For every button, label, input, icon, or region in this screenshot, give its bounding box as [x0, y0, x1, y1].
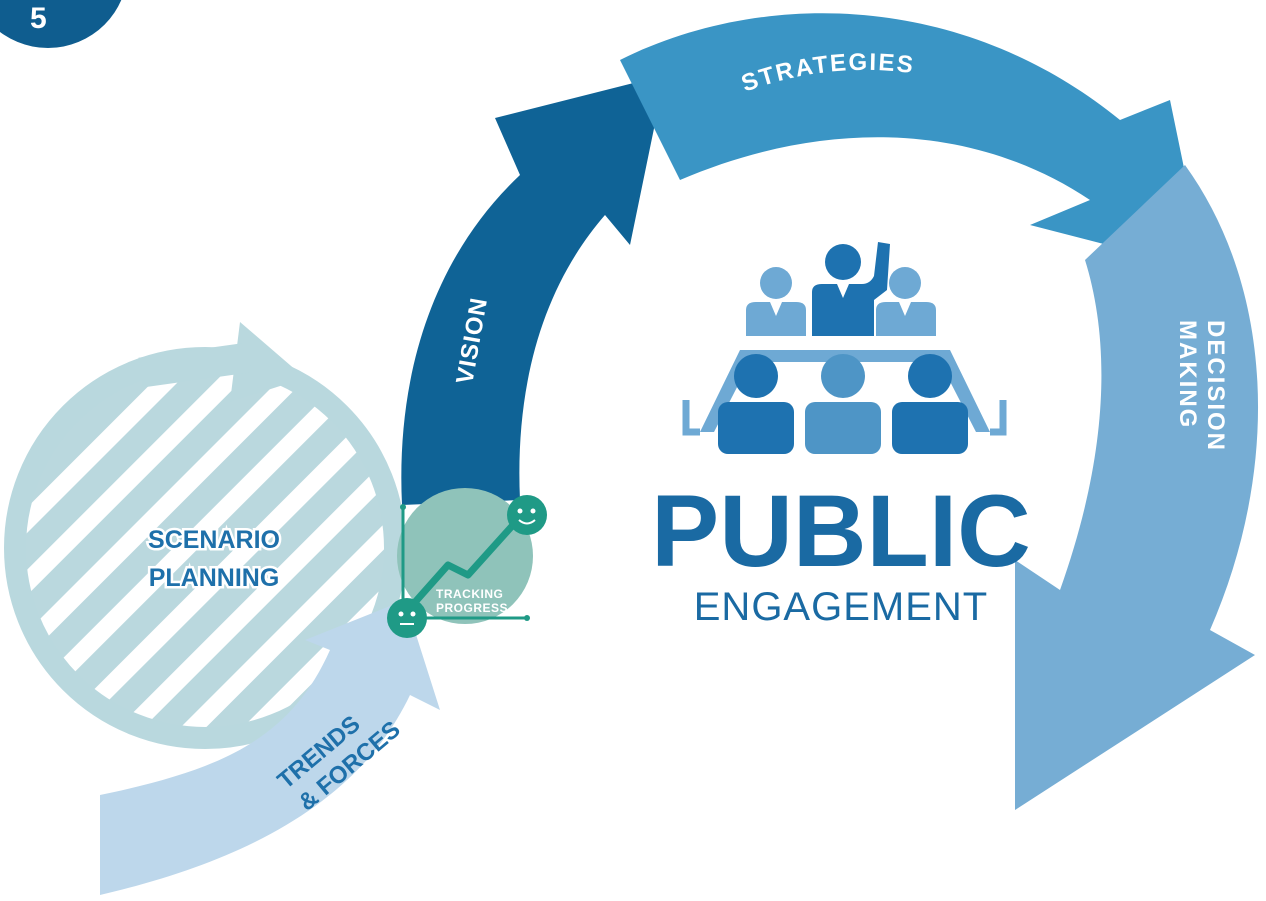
scenario-arrowhead	[230, 322, 305, 402]
engagement-subtitle: ENGAGEMENT	[694, 585, 988, 629]
tracking-progress-icon: TRACKING PROGRESS	[387, 488, 547, 638]
scenario-label-line1: SCENARIO	[148, 526, 280, 554]
tracking-label-line1: TRACKING	[436, 587, 503, 601]
tracking-label-line2: PROGRESS	[436, 601, 508, 615]
strategies-arrow	[620, 13, 1205, 271]
vision-arrow	[401, 75, 665, 505]
decision-label-line2: MAKING	[1174, 320, 1201, 429]
happy-face-icon	[507, 495, 547, 535]
scenario-planning-label: SCENARIO PLANNING	[146, 524, 283, 595]
scenario-planning-circle	[4, 322, 406, 749]
neutral-face-icon	[387, 598, 427, 638]
decision-label-line1: DECISION	[1202, 320, 1229, 452]
scenario-label-line2: PLANNING	[149, 564, 280, 592]
trends-forces-arrow	[100, 600, 440, 895]
corner-badge-icon: 5	[0, 0, 122, 48]
svg-text:5: 5	[30, 2, 47, 35]
public-title: PUBLIC	[651, 474, 1031, 588]
meeting-people-icon	[682, 242, 1007, 454]
decision-making-arrow	[1015, 165, 1259, 810]
decision-making-label: DECISION MAKING	[1174, 320, 1229, 452]
